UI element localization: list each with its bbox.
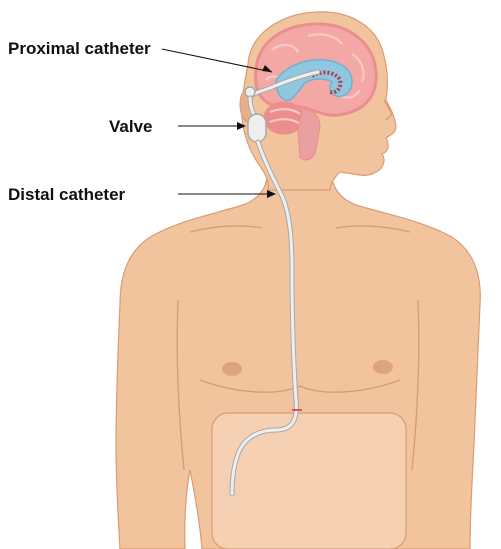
arrowhead-proximal bbox=[262, 65, 272, 72]
label-valve: Valve bbox=[109, 117, 153, 136]
label-distal-catheter: Distal catheter bbox=[8, 185, 126, 204]
arrowhead-distal bbox=[267, 190, 276, 198]
shunt-system bbox=[229, 69, 321, 497]
brain-fold-1 bbox=[271, 43, 299, 53]
left-clavicle bbox=[189, 225, 263, 233]
right-nipple bbox=[373, 360, 393, 374]
arrowhead-valve bbox=[237, 122, 246, 130]
pectoral-shade bbox=[199, 379, 401, 393]
nose-line bbox=[383, 99, 393, 121]
valve bbox=[247, 113, 267, 143]
brain-fold-3 bbox=[351, 53, 365, 83]
cerebellum-fold-1 bbox=[269, 108, 301, 115]
cerebellum-fold-2 bbox=[269, 118, 301, 125]
lateral-ventricle bbox=[275, 58, 353, 102]
leader-proximal bbox=[161, 48, 273, 73]
left-nipple bbox=[222, 362, 242, 376]
choroid-plexus bbox=[310, 70, 343, 95]
left-arm-crease bbox=[176, 299, 185, 471]
brain bbox=[254, 22, 378, 161]
brain-fold-2 bbox=[307, 33, 343, 45]
right-arm-crease bbox=[411, 299, 420, 471]
label-proximal-catheter: Proximal catheter bbox=[8, 39, 151, 58]
body bbox=[115, 167, 481, 549]
abdominal-cavity bbox=[211, 412, 407, 549]
brainstem bbox=[297, 109, 321, 161]
callouts: Proximal catheter Valve Distal catheter bbox=[8, 39, 276, 204]
right-clavicle bbox=[335, 225, 411, 233]
